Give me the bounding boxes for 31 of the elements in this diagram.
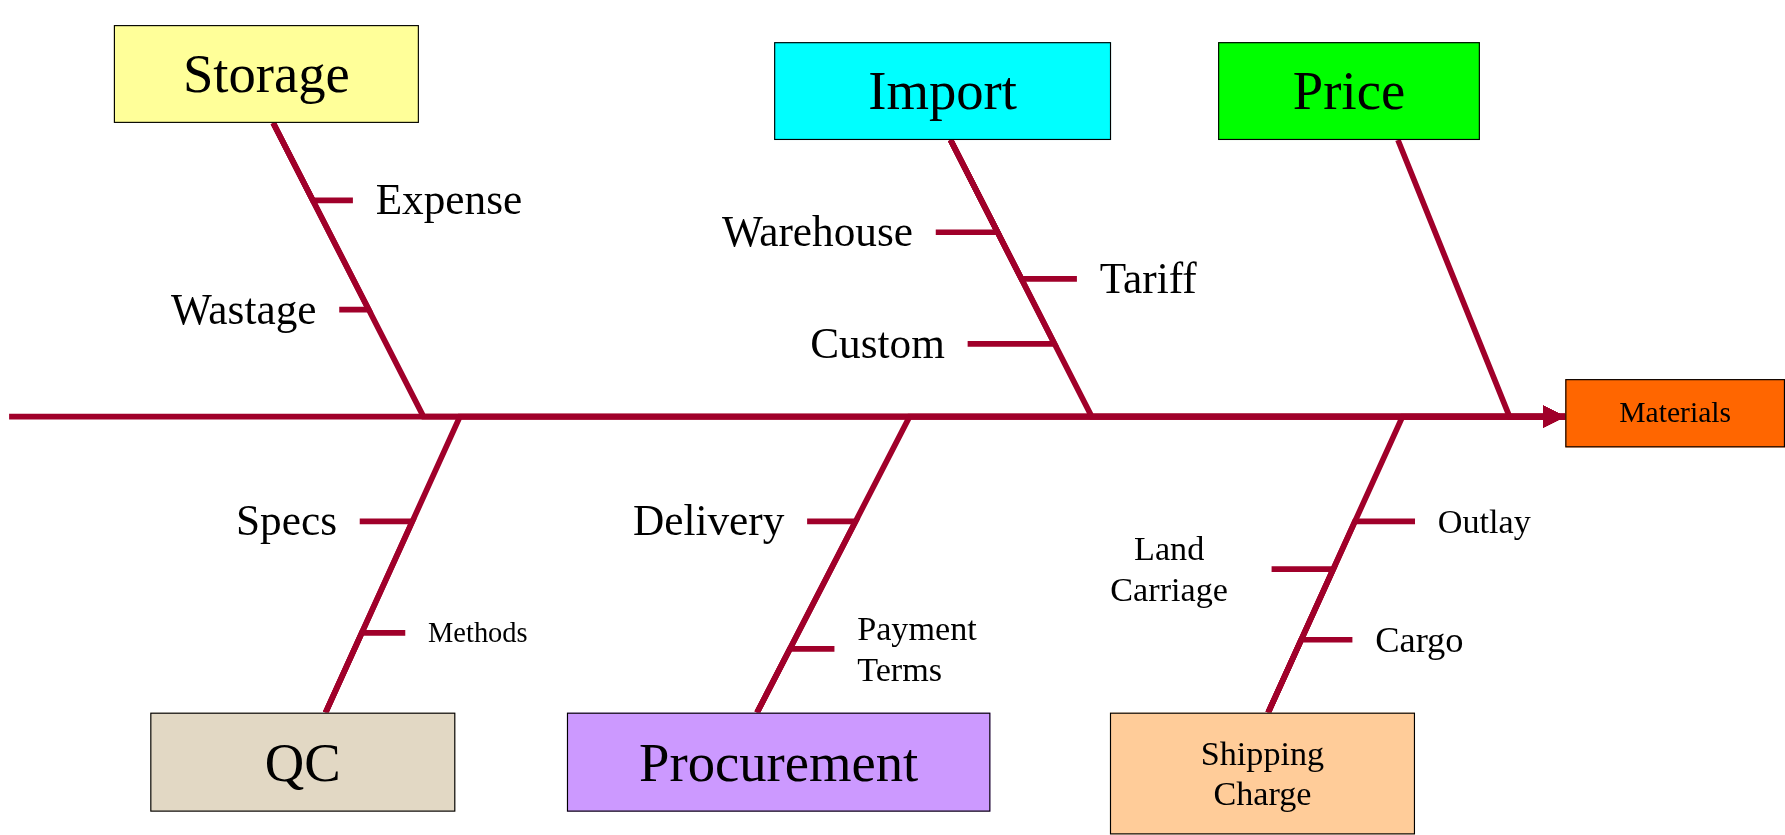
cause-label: Delivery [633, 495, 785, 548]
tick-line [754, 646, 835, 714]
category-box [113, 25, 419, 123]
tick-line [270, 121, 374, 313]
cause-label: Land Carriage [1089, 528, 1249, 611]
cause-label: Cargo [1375, 617, 1464, 662]
cause-label: Tariff [1099, 252, 1197, 305]
category-label: Shipping Charge [1199, 734, 1326, 813]
category-box [150, 712, 456, 812]
category-label: QC [264, 730, 341, 794]
cause-label: Methods [428, 615, 528, 650]
effect-label: Materials [1619, 396, 1732, 431]
category-label: Import [868, 59, 1017, 123]
cause-label: Custom [810, 317, 945, 370]
cause-label: Outlay [1437, 500, 1531, 542]
cause-label: Wastage [171, 283, 317, 336]
category-label: Price [1292, 59, 1406, 123]
category-box [1218, 42, 1480, 140]
tick-line [948, 138, 1060, 347]
category-label: Procurement [639, 730, 919, 794]
cause-label: Payment Terms [857, 607, 1017, 690]
category-label: Storage [182, 42, 350, 106]
cause-label: Specs [236, 495, 337, 548]
tick-line [323, 630, 406, 714]
category-box [566, 712, 991, 812]
category-box [1109, 712, 1415, 835]
cause-label: Expense [375, 174, 523, 227]
cause-label: Warehouse [721, 206, 913, 259]
category-box [774, 42, 1112, 140]
tick-line [1265, 636, 1353, 714]
effect-box [1565, 379, 1785, 448]
